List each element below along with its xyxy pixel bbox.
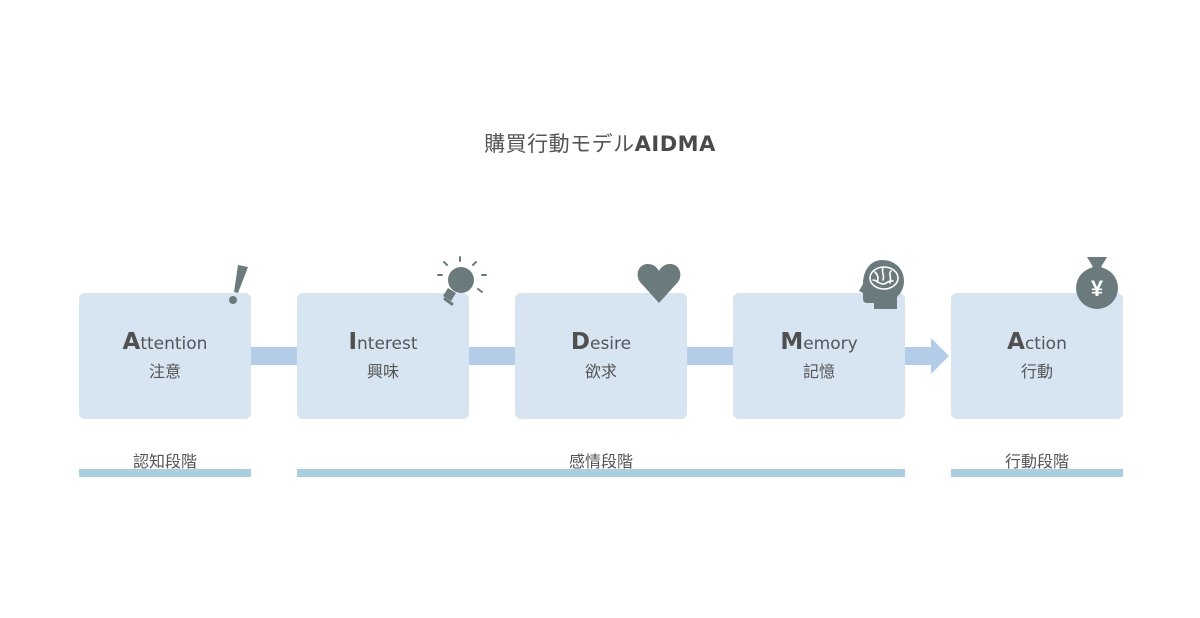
phase-bar-cognitive [79, 469, 251, 477]
step-box-interest: Interest 興味 [297, 293, 469, 419]
brain-head-icon [859, 260, 904, 309]
lightbulb-icon [437, 256, 487, 306]
step-japanese-label: 欲求 [584, 362, 617, 381]
step-name-rest: nterest [357, 334, 418, 354]
title-accent: AIDMA [634, 132, 716, 156]
step-box-desire: Desire 欲求 [515, 293, 687, 419]
step-japanese-label: 興味 [366, 362, 399, 381]
yen-symbol: ¥ [1091, 276, 1104, 301]
step-box-memory: Memory 記憶 [733, 293, 905, 419]
step-initial: M [780, 329, 804, 355]
title-main: 購買行動モデル [484, 132, 635, 156]
phase-label-cognitive: 認知段階 [132, 452, 197, 471]
step-name-rest: ttention [140, 334, 208, 354]
money-bag-yen-icon: ¥ [1076, 257, 1118, 309]
connector-2 [469, 347, 515, 365]
arrowhead [931, 338, 949, 374]
step-initial: A [122, 329, 141, 355]
step-box-action: Action 行動 [951, 293, 1123, 419]
step-initial: A [1007, 329, 1025, 355]
step-initial: I [348, 329, 358, 355]
step-japanese-label: 注意 [148, 362, 181, 381]
step-name-rest: ction [1024, 334, 1067, 354]
step-initial: D [570, 329, 590, 355]
step-japanese-label: 記憶 [802, 362, 835, 381]
connector-4 [905, 347, 931, 365]
step-name-rest: esire [589, 334, 632, 354]
step-box-attention: Attention 注意 [79, 293, 251, 419]
exclamation-icon [229, 265, 248, 304]
phase-label-behavioral: 行動段階 [1004, 452, 1069, 471]
phase-label-affective: 感情段階 [568, 452, 633, 471]
phase-bar-affective [297, 469, 905, 477]
connector-3 [687, 347, 733, 365]
connector-1 [251, 347, 297, 365]
heart-icon [637, 264, 681, 303]
step-name-rest: emory [803, 334, 858, 354]
step-japanese-label: 行動 [1020, 362, 1053, 381]
phase-bar-behavioral [951, 469, 1123, 477]
diagram-title: 購買行動モデルAIDMA [0, 128, 1200, 158]
